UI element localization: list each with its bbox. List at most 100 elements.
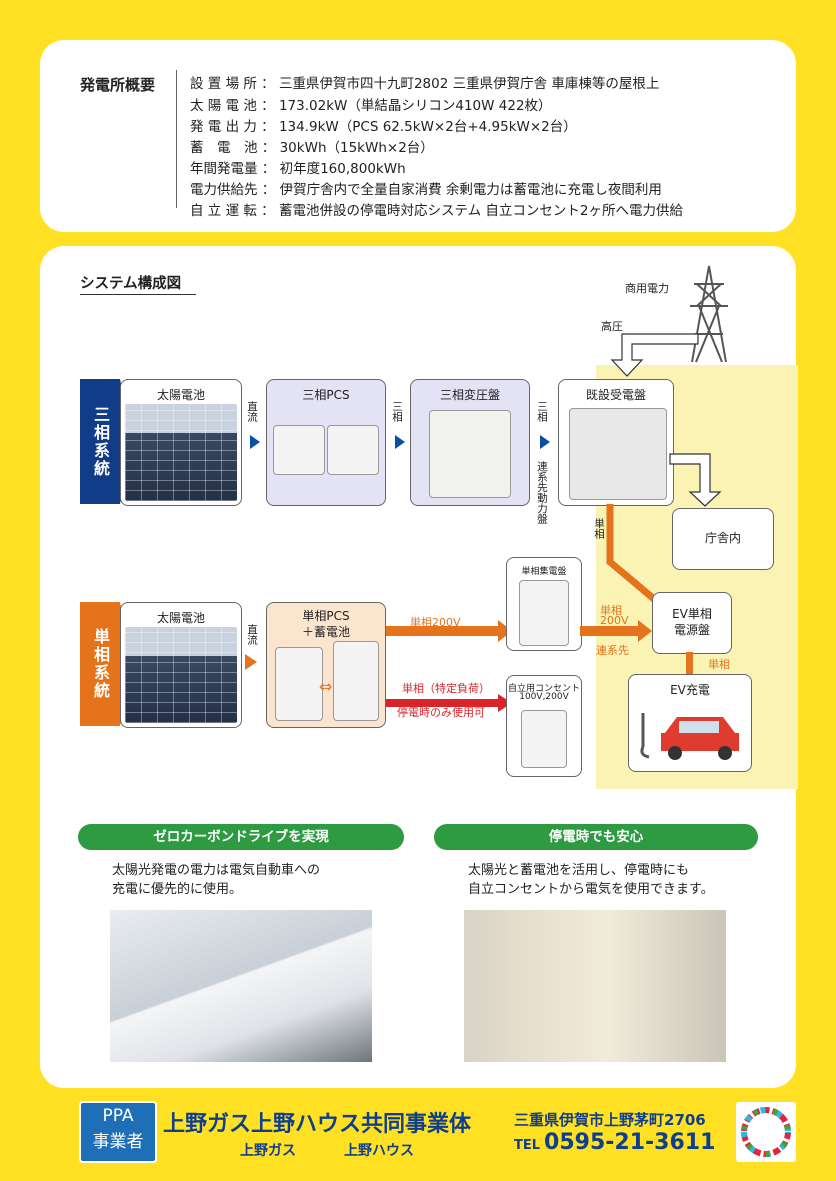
- arrow-right-icon: [245, 654, 257, 670]
- tel-number: 0595-21-3611: [544, 1130, 716, 1155]
- transformer-box: 三相変圧盤: [410, 379, 530, 506]
- office-label: 庁舎内: [704, 531, 741, 545]
- transformer-label: 三相変圧盤: [439, 388, 500, 402]
- single-pcs-label-1: 単相PCS: [302, 609, 350, 623]
- ev-charging-photo: [110, 910, 372, 1062]
- battery-unit-image: [333, 641, 379, 721]
- overview-label: 電力供給先 ：: [190, 182, 276, 198]
- bidirectional-arrow-icon: ⇔: [319, 677, 333, 696]
- three-phase-band: 三相系統: [80, 379, 120, 504]
- high-voltage-arrow-icon: [610, 333, 699, 377]
- receiver-office-arrow-icon: [669, 453, 722, 507]
- outlet-box: 自立用コンセント 100V,200V: [506, 675, 582, 777]
- system-title: システム構成図: [80, 276, 182, 292]
- feature-desc-line: 太陽光と蓄電池を活用し、停電時にも: [468, 863, 690, 878]
- overview-value: 伊賀庁舎内で全量自家消費 余剰電力は蓄電池に充電し夜間利用: [279, 182, 662, 198]
- outlet-photo: [464, 910, 726, 1062]
- outlet-title: 自立用コンセント: [507, 684, 580, 694]
- link-label: 連系先: [596, 644, 629, 657]
- arrow-right-icon: [250, 435, 260, 449]
- pcs-unit-image: [273, 425, 325, 475]
- ev-feed-label: 単相: [708, 658, 730, 671]
- overview-row: 自 立 運 転 ： 蓄電池併設の停電時対応システム 自立コンセント2ヶ所へ電力供…: [190, 199, 683, 219]
- overview-value: 蓄電池併設の停電時対応システム 自立コンセント2ヶ所へ電力供給: [278, 203, 683, 219]
- feature-desc-line: 自立コンセントから電気を使用できます。: [468, 882, 714, 897]
- ev-car-icon: [640, 713, 739, 760]
- arrow-right-icon: [540, 435, 550, 449]
- overview-label: 自 立 運 転 ：: [190, 203, 275, 219]
- orange-arrow-icon: [580, 620, 652, 642]
- company-name: 上野ガス上野ハウス共同事業体: [163, 1112, 472, 1137]
- receiver-panel-image: [569, 408, 667, 500]
- receiver-feed-label: 単相: [593, 518, 605, 539]
- power-tower-icon: [690, 265, 728, 363]
- arrow-right-icon: [395, 435, 405, 449]
- pcs-unit-image: [275, 647, 323, 721]
- to-ev-label-1: 単相: [600, 604, 622, 617]
- single-pcs-label-2: ＋蓄電池: [301, 625, 350, 639]
- three-solar-box: 太陽電池: [120, 379, 242, 506]
- three-ac1-label: 三相: [391, 401, 403, 422]
- three-solar-label: 太陽電池: [156, 388, 205, 402]
- orange-arrow-icon: [386, 620, 512, 642]
- link-power-panel-label: 連系先動力盤: [536, 461, 548, 524]
- to-panel-label: 単相200V: [410, 616, 461, 629]
- ppa-badge: PPA 事業者: [79, 1101, 157, 1163]
- system-title-underline: [80, 294, 196, 295]
- single-phase-band: 単相系統: [80, 602, 120, 726]
- ev-panel-label-1: EV単相: [672, 607, 712, 621]
- transformer-image: [429, 410, 511, 498]
- high-voltage-label: 高圧: [601, 320, 623, 333]
- overview-value: 134.9kW（PCS 62.5kW×2台+4.95kW×2台）: [278, 119, 577, 135]
- receiver-label: 既設受電盤: [585, 388, 646, 402]
- overview-row: 設 置 場 所 ： 三重県伊賀市四十九町2802 三重県伊賀庁舎 車庫棟等の屋根…: [190, 72, 659, 92]
- overview-label: 年間発電量 ：: [190, 161, 276, 177]
- ev-panel-box: EV単相 電源盤: [652, 592, 732, 654]
- three-pcs-box: 三相PCS: [266, 379, 386, 506]
- solar-panel-image: [125, 627, 237, 723]
- outlet-image: [521, 710, 567, 768]
- collection-panel-image: [519, 580, 569, 646]
- overview-value: 三重県伊賀市四十九町2802 三重県伊賀庁舎 車庫棟等の屋根上: [278, 76, 660, 92]
- collection-panel-box: 単相集電盤: [506, 557, 582, 651]
- feature-title: 停電時でも安心: [434, 824, 758, 850]
- brand-ueno-house: 上野ハウス: [344, 1143, 414, 1159]
- ppa-line-2: 事業者: [92, 1132, 144, 1152]
- overview-row: 蓄 電 池 ： 30kWh（15kWh×2台）: [190, 136, 434, 156]
- overview-divider: [176, 70, 177, 208]
- solar-panel-image: [125, 404, 237, 501]
- commercial-power-label: 商用電力: [625, 282, 669, 295]
- ppa-line-1: PPA: [102, 1106, 134, 1126]
- brand-ueno-gas: 上野ガス: [240, 1143, 296, 1159]
- overview-value: 初年度160,800kWh: [279, 161, 406, 177]
- overview-label: 発 電 出 力 ：: [190, 119, 275, 135]
- overview-row: 発 電 出 力 ： 134.9kW（PCS 62.5kW×2台+4.95kW×2…: [190, 115, 577, 135]
- tel-prefix: TEL: [514, 1138, 541, 1153]
- overview-value: 30kWh（15kWh×2台）: [279, 140, 434, 156]
- three-pcs-label: 三相PCS: [302, 388, 350, 402]
- single-solar-label: 太陽電池: [156, 611, 205, 625]
- office-box: 庁舎内: [672, 508, 774, 570]
- feature-desc: 太陽光と蓄電池を活用し、停電時にも 自立コンセントから電気を使用できます。: [468, 861, 714, 899]
- single-pcs-box: 単相PCS ＋蓄電池 ⇔: [266, 602, 386, 728]
- ev-charge-box: EV充電: [628, 674, 752, 772]
- overview-label: 設 置 場 所 ：: [190, 76, 275, 92]
- overview-row: 電力供給先 ： 伊賀庁舎内で全量自家消費 余剰電力は蓄電池に充電し夜間利用: [190, 178, 662, 198]
- sdgs-wheel-icon: [741, 1107, 791, 1157]
- overview-heading: 発電所概要: [80, 76, 156, 94]
- feature-title: ゼロカーボンドライブを実現: [78, 824, 404, 850]
- overview-row: 年間発電量 ： 初年度160,800kWh: [190, 157, 406, 177]
- ev-feed-wire: [686, 652, 693, 674]
- ev-panel-label-2: 電源盤: [673, 623, 710, 637]
- feature-desc: 太陽光発電の電力は電気自動車への 充電に優先的に使用。: [112, 861, 320, 899]
- overview-label: 太 陽 電 池 ：: [190, 98, 275, 114]
- three-dc-label: 直流: [246, 401, 258, 422]
- single-solar-box: 太陽電池: [120, 602, 242, 728]
- overview-label: 蓄 電 池 ：: [190, 140, 276, 156]
- red-arrow-icon: [386, 694, 512, 712]
- specific-load-label: 単相（特定負荷）: [402, 682, 490, 695]
- feature-desc-line: 充電に優先的に使用。: [112, 882, 243, 897]
- three-ac2-label: 三相: [536, 401, 548, 422]
- receiver-box: 既設受電盤: [558, 379, 674, 506]
